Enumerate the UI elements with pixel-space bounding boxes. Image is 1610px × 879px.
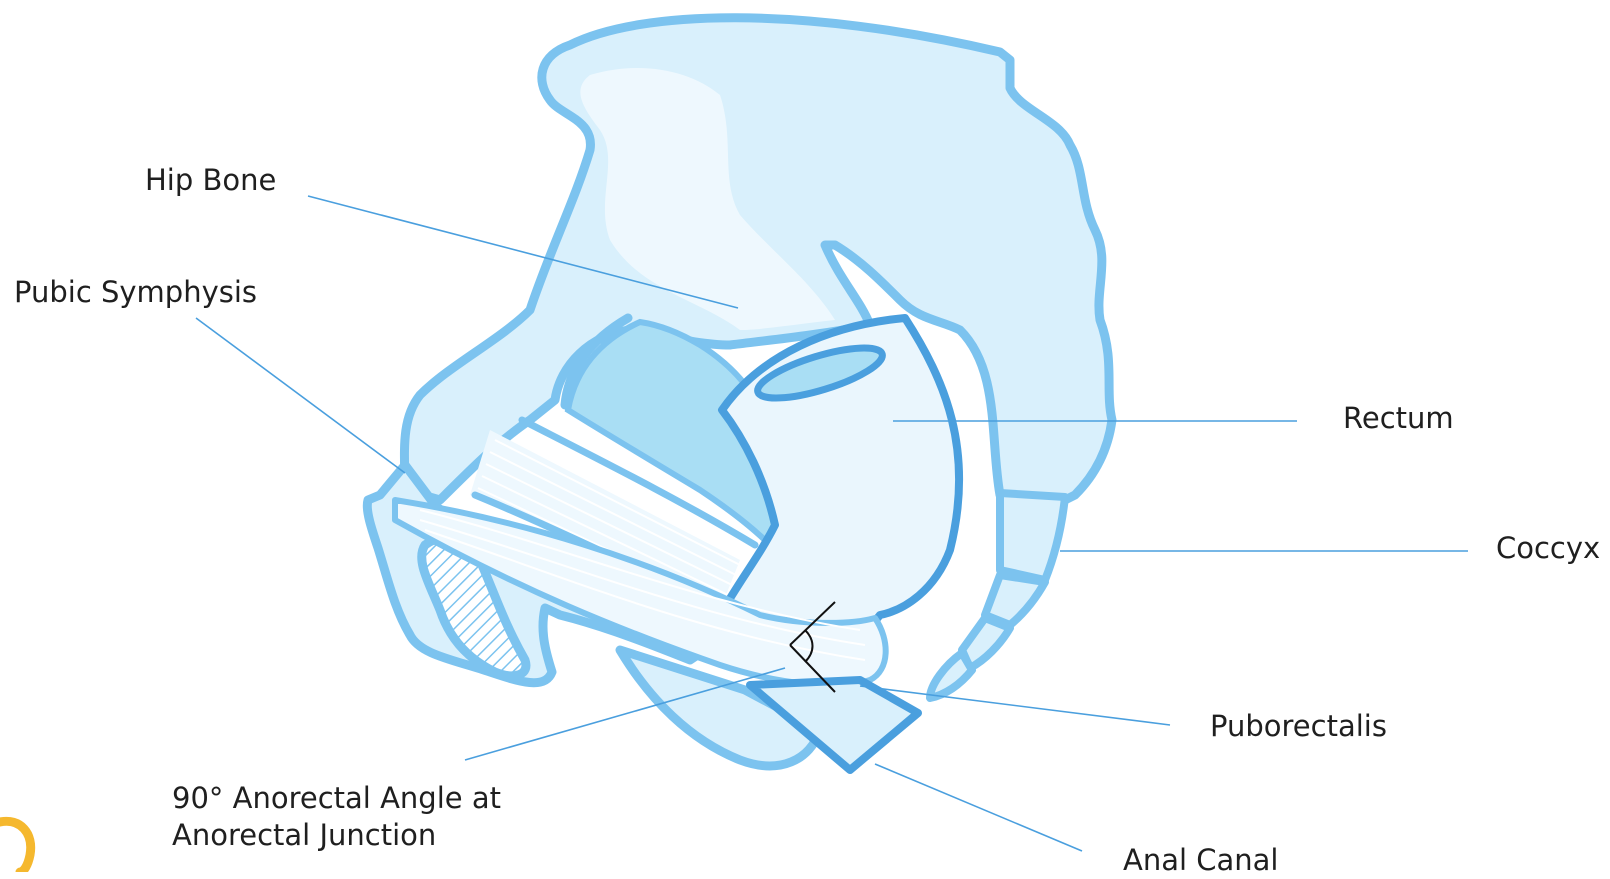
- pubic-symphysis-label: Pubic Symphysis: [14, 274, 257, 311]
- logo-icon: [0, 821, 31, 872]
- anal-canal-leader: [875, 764, 1082, 851]
- hip-bone-label: Hip Bone: [145, 162, 276, 199]
- anal-canal-label: Anal Canal: [1123, 842, 1279, 879]
- anorectal-angle-label: 90° Anorectal Angle at Anorectal Junctio…: [172, 780, 501, 854]
- rectum-label: Rectum: [1343, 400, 1454, 437]
- pubic-symphysis-leader: [196, 318, 405, 473]
- puborectalis-label: Puborectalis: [1210, 708, 1387, 745]
- coccyx-label: Coccyx: [1496, 530, 1600, 567]
